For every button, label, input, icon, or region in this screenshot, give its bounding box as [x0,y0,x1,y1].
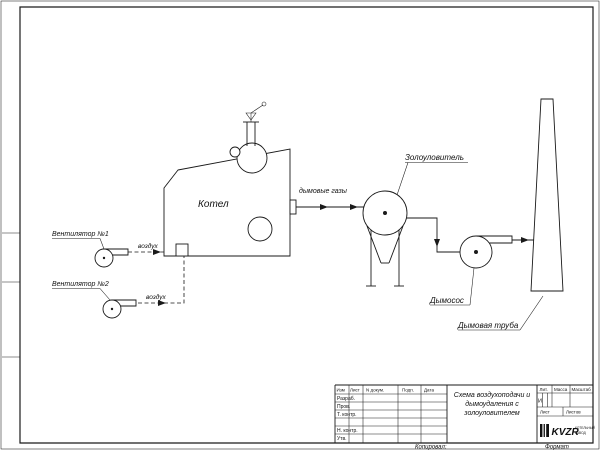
tb-header-izm: Изм [337,388,345,393]
flue-duct-group: дымовые газы [289,187,364,215]
cyclone-exhauster-duct [406,217,460,253]
cyclone-funnel-right [388,225,404,264]
safety-valve-weight [261,101,267,107]
chimney-body [530,98,564,292]
kvzr-logo-text: KVZR [552,427,580,438]
boiler-lower-drum [247,216,273,242]
chimney-group: Дымовая труба [457,98,564,331]
air-label-2: воздух [146,293,167,301]
flue-flow-arrow-2 [350,204,358,210]
fan2-center-dot [110,307,114,311]
kvzr-logo-icon [543,424,545,437]
cyclone-funnel-left [366,225,382,264]
tb-header-doc: N докум. [366,388,384,393]
ash-collector-leader [396,162,409,196]
fan2-label: Вентилятор №2 [52,281,109,288]
tb-lit-label: Лит. [540,387,548,392]
tb-scale-label: Масштаб [572,387,592,392]
title-block: Изм Лист N докум. Подп. Дата Разраб. Про… [334,384,596,443]
tb-header-list: Лист [350,388,360,393]
fan2-leader [99,288,111,301]
tb-row-tcontrol: Т. контр. [337,412,357,418]
doc-title-line2: дымоудаления с [465,400,519,408]
cyclone-exhauster-duct-group [406,217,460,253]
sheet-footer: Копировал: Формат [415,445,569,450]
chimney-label: Дымовая труба [457,321,519,330]
boiler-group: Котел [163,101,291,257]
cyclone-center-dot [383,211,387,215]
tb-row-ncontrol: Н. контр. [337,428,358,434]
air-label-1: воздух [138,242,159,250]
kvzr-logo: KVZR КОТЕЛЬНЫЙ ЗАВОД [540,424,596,438]
kvzr-logo-sub1: КОТЕЛЬНЫЙ [575,426,596,430]
air-flow-arrow-2 [158,300,166,306]
tb-header-date: Дата [424,388,434,393]
doc-title-line1: Схема воздухоподачи и [454,391,531,399]
ash-collector-label: Золоуловитель [405,153,464,162]
boiler-upper-drum [236,142,268,174]
flue-flow-arrow-1 [320,204,328,210]
doc-title-line3: золоуловителем [463,410,520,417]
fan2-group: Вентилятор №2 воздух [52,256,185,319]
fan1-center-dot [102,256,106,260]
kvzr-logo-sub2: ЗАВОД [575,431,586,435]
chimney-leader [519,295,544,331]
kvzr-logo-icon [540,424,543,437]
boiler-flue-outlet [289,199,297,215]
boiler-air-inlet-box [175,243,189,257]
inner-frame [19,6,594,444]
down-flow-arrow [434,239,440,247]
tb-sheet-label: Лист [540,410,550,415]
tb-row-approved: Утв. [337,436,347,442]
tb-row-checked: Пров. [337,404,350,410]
fan1-label: Вентилятор №1 [52,231,109,238]
exhauster-group: Дымосос [429,235,534,306]
to-chimney-arrow [521,237,529,243]
boiler-label: Котел [198,199,229,210]
fan1-leader [99,238,105,250]
footer-format-label: Формат [545,445,569,450]
exhauster-leader [469,267,475,306]
kvzr-logo-icon [546,424,549,437]
exhauster-outlet [476,235,513,244]
fan1-group: Вентилятор №1 воздух [52,231,176,268]
tb-header-podp: Подп. [402,388,414,393]
tb-sheets-label: Листов [566,410,581,415]
boiler-small-drum [229,146,241,158]
tb-lit-value: И [538,399,542,405]
exhauster-label: Дымосос [429,296,464,305]
tb-row-developed: Разраб. [337,396,355,402]
footer-copied-label: Копировал: [415,445,447,450]
exhauster-center-dot [474,250,478,254]
air-duct-2 [138,256,185,304]
flue-gases-label: дымовые газы [299,187,348,195]
ash-collector-group: Золоуловитель [362,153,468,287]
tb-mass-label: Масса [554,387,568,392]
safety-valve-lever [250,104,264,114]
air-flow-arrow-1 [153,249,161,255]
fan2-outlet [112,299,137,307]
